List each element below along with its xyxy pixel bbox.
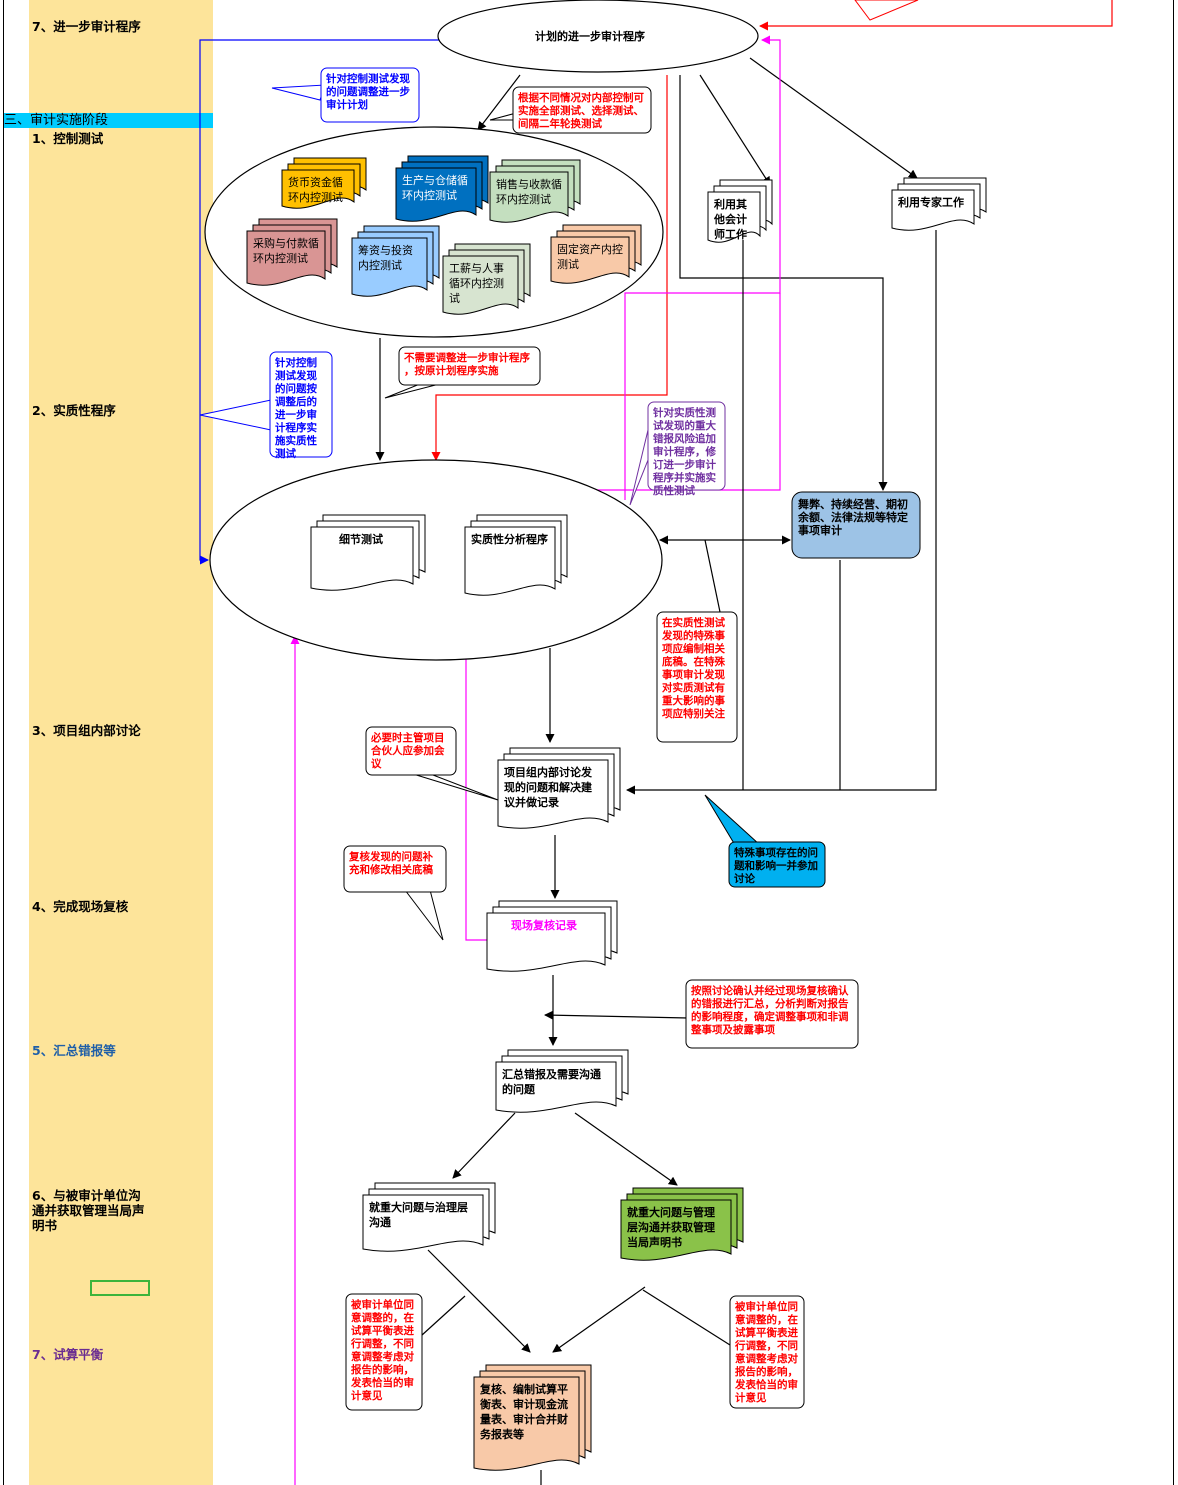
- note-red-right-adjust-text: 被审计单位同意调整的，在试算平衡表进行调整，不同意调整考虑对报告的影响，发表恰当…: [734, 1300, 798, 1404]
- doc-fixed-asset-control: 固定资产内控测试: [550, 224, 642, 284]
- doc-fixed-asset-control-label: 固定资产内控测试: [557, 242, 623, 271]
- doc-other-auditor-label: 利用其他会计师工作: [713, 197, 747, 241]
- arrow-plan-to-other-auditor: [699, 74, 771, 186]
- doc-field-review: 现场复核记录: [486, 900, 618, 972]
- note-red-partner-attend: 必要时主管项目合伙人应参加会议: [365, 726, 499, 801]
- doc-trial-balance: 复核、编制试算平衡表、审计现金流量表、审计合并财务报表等: [473, 1364, 592, 1471]
- note-special-matters-discussion: 特殊事项存在的问题和影响一并参加讨论: [704, 794, 826, 888]
- note-blue-adjust-plan-text: 针对控制测试发现的问题调整进一步审计计划: [325, 72, 410, 111]
- pointer-summary-note: [544, 1010, 689, 1020]
- doc-misstatement-summary-label: 汇总错报及需要沟通的问题: [502, 1067, 601, 1096]
- special-audit-label: 舞弊、持续经营、期初余额、法律法规等特定事项审计: [797, 497, 908, 537]
- note-purple-additional-procedures: 针对实质性测试发现的重大错报风险追加审计程序，修订进一步审计程序并实施实质性测试: [629, 401, 726, 506]
- note-red-test-scope: 根据不同情况对内部控制可实施全部测试、选择测试、间隔二年轮换测试: [489, 86, 652, 134]
- red-line-plan-to-substantive: [431, 75, 668, 461]
- arrow-plan-to-expert: [749, 57, 918, 179]
- doc-purchase-control-label: 采购与付款循环内控测试: [253, 236, 319, 265]
- doc-management-representation: 就重大问题与管理层沟通并获取管理当局声明书: [620, 1187, 744, 1261]
- arrow-plan-to-special: [679, 75, 888, 491]
- arrow-summary-to-governance: [452, 1112, 516, 1179]
- arrow-summary-to-management: [574, 1112, 678, 1186]
- doc-sales-control-label: 销售与收款循环内控测试: [496, 177, 562, 206]
- arrow-management-to-trial: [552, 1286, 646, 1353]
- note-blue-substantive-adjust: 针对控制测试发现的问题按调整后的进一步审计程序实施实质性测试: [199, 351, 333, 460]
- doc-expert: 利用专家工作: [891, 177, 987, 231]
- special-audit-box: 舞弊、持续经营、期初余额、法律法规等特定事项审计: [791, 491, 921, 559]
- selection-box: [90, 1280, 150, 1296]
- step-internal-discussion: 3、项目组内部讨论: [32, 723, 141, 738]
- doc-internal-discussion-label: 项目组内部讨论发现的问题和解决建议并做记录: [504, 765, 593, 809]
- note-red-right-adjust: 被审计单位同意调整的，在试算平衡表进行调整，不同意调整考虑对报告的影响，发表恰当…: [729, 1295, 805, 1409]
- doc-production-control: 生产与仓储循环内控测试: [395, 155, 489, 222]
- doc-other-auditor: 利用其他会计师工作: [707, 179, 773, 243]
- note-red-summary-analysis-text: 按照讨论确认并经过现场复核确认的错报进行汇总，分析判断对报告的影响程度，确定调整…: [690, 984, 849, 1036]
- plan-ellipse: 计划的进一步审计程序: [437, 0, 759, 73]
- doc-misstatement-summary: 汇总错报及需要沟通的问题: [495, 1049, 629, 1113]
- note-blue-adjust-plan: 针对控制测试发现的问题调整进一步审计计划: [271, 67, 420, 123]
- note-purple-additional-procedures-text: 针对实质性测试发现的重大错报风险追加审计程序，修订进一步审计程序并实施实质性测试: [652, 406, 716, 497]
- note-red-partner-attend-text: 必要时主管项目合伙人应参加会议: [370, 731, 445, 770]
- phase-header: 三、审计实施阶段: [4, 113, 213, 128]
- doc-purchase-control: 采购与付款循环内控测试: [246, 218, 338, 286]
- step-control-test: 1、控制测试: [32, 131, 104, 146]
- note-red-review-supplement-text: 复核发现的问题补充和修改相关底稿: [348, 850, 433, 876]
- note-red-special-matters-text: 在实质性测试发现的特殊事项应编制相关底稿。在特殊事项审计发现对实质测试有重大影响…: [661, 616, 725, 720]
- note-red-left-adjust-text: 被审计单位同意调整的，在试算平衡表进行调整，不同意调整考虑对报告的影响，发表恰当…: [350, 1298, 414, 1402]
- doc-cash-control-label: 货币资金循环内控测试: [288, 175, 343, 204]
- note-red-no-adjust-text: 不需要调整进一步审计程序，按原计划程序实施: [404, 351, 530, 377]
- blue-loop-left: [199, 39, 440, 565]
- doc-field-review-label: 现场复核记录: [511, 918, 577, 932]
- doc-expert-label: 利用专家工作: [898, 195, 964, 209]
- step-further-procedures: 7、进一步审计程序: [32, 19, 141, 34]
- step-substantive: 2、实质性程序: [32, 403, 116, 418]
- note-red-summary-analysis: 按照讨论确认并经过现场复核确认的错报进行汇总，分析判断对报告的影响程度，确定调整…: [685, 979, 859, 1049]
- note-red-test-scope-text: 根据不同情况对内部控制可实施全部测试、选择测试、间隔二年轮换测试: [518, 91, 644, 130]
- doc-governance-communication: 就重大问题与治理层沟通: [362, 1182, 496, 1252]
- note-red-special-matters: 在实质性测试发现的特殊事项应编制相关底稿。在特殊事项审计发现对实质测试有重大影响…: [656, 611, 738, 743]
- plan-label: 计划的进一步审计程序: [535, 29, 645, 43]
- step-summary-misstatements: 5、汇总错报等: [32, 1043, 116, 1058]
- doc-sales-control: 销售与收款循环内控测试: [489, 159, 581, 223]
- doc-internal-discussion: 项目组内部讨论发现的问题和解决建议并做记录: [497, 747, 621, 829]
- note-special-matters-discussion-text: 特殊事项存在的问题和影响一并参加讨论: [734, 846, 818, 885]
- substantive-ellipse: [209, 459, 663, 661]
- frame-border-right: [1173, 0, 1174, 1485]
- pointer-right-adjust-note: [642, 1289, 731, 1346]
- doc-analytic-procedures: 实质性分析程序: [464, 514, 568, 596]
- note-red-review-supplement: 复核发现的问题补充和修改相关底稿: [343, 845, 447, 941]
- doc-cash-control: 货币资金循环内控测试: [281, 157, 367, 209]
- doc-production-control-label: 生产与仓储循环内控测试: [402, 173, 468, 202]
- doc-trial-balance-label: 复核、编制试算平衡表、审计现金流量表、审计合并财务报表等: [479, 1382, 568, 1441]
- step-field-review: 4、完成现场复核: [32, 899, 129, 914]
- red-callout-fragment: [854, 0, 919, 21]
- note-blue-substantive-adjust-text: 针对控制测试发现的问题按调整后的进一步审计程序实施实质性测试: [274, 356, 317, 460]
- arrow-expert-to-discussion: [626, 230, 937, 795]
- doc-payroll-control: 工薪与人事循环内控测试: [442, 243, 531, 315]
- step-trial-balance: 7、试算平衡: [32, 1347, 104, 1362]
- frame-border-left: [3, 0, 4, 1485]
- doc-finance-control: 筹资与投资内控测试: [351, 225, 440, 297]
- doc-governance-communication-label: 就重大问题与治理层沟通: [369, 1200, 468, 1229]
- doc-payroll-control-label: 工薪与人事循环内控测试: [449, 262, 504, 305]
- doc-analytic-procedures-label: 实质性分析程序: [471, 532, 548, 546]
- sidebar-column: [29, 0, 213, 1485]
- note-red-left-adjust: 被审计单位同意调整的，在试算平衡表进行调整，不同意调整考虑对报告的影响，发表恰当…: [345, 1293, 423, 1411]
- arrow-plan-to-controls: [477, 74, 521, 131]
- pointer-special-note: [704, 539, 721, 613]
- doc-detail-test: 细节测试: [310, 514, 426, 591]
- arrow-governance-to-trial: [427, 1249, 531, 1353]
- doc-finance-control-label: 筹资与投资内控测试: [358, 243, 413, 272]
- red-feedback-top: [759, 0, 1113, 31]
- doc-detail-test-label: 细节测试: [339, 532, 383, 546]
- note-red-no-adjust: 不需要调整进一步审计程序，按原计划程序实施: [384, 346, 541, 399]
- step-communicate: 6、与被审计单位沟通并获取管理当局声明书: [32, 1188, 145, 1233]
- doc-management-representation-label: 就重大问题与管理层沟通并获取管理当局声明书: [626, 1205, 715, 1249]
